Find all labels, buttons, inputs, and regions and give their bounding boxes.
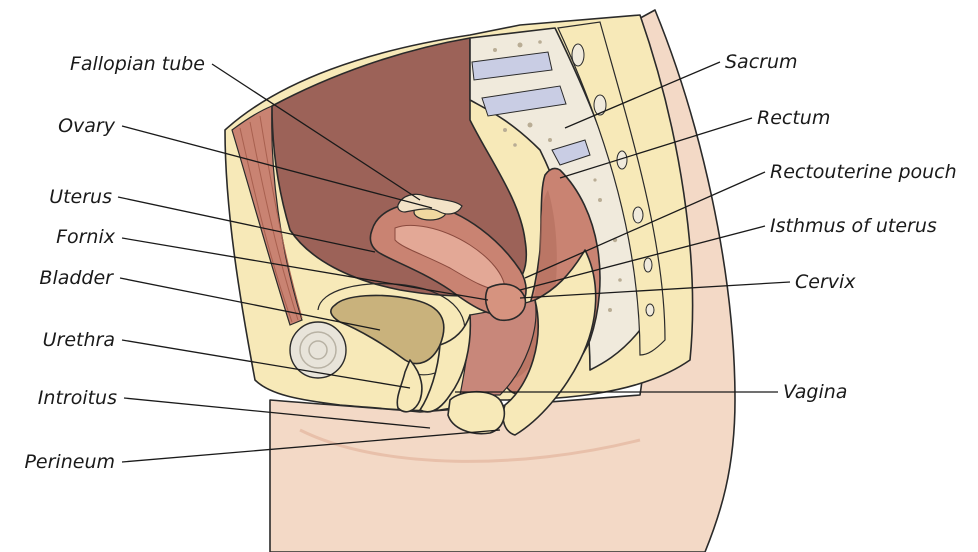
label-introitus: Introitus — [38, 387, 117, 409]
cervix — [486, 284, 526, 320]
label-rectum: Rectum — [757, 107, 830, 129]
label-rectouterine-pouch: Rectouterine pouch — [770, 161, 957, 183]
label-fornix: Fornix — [56, 226, 116, 248]
label-ovary: Ovary — [58, 115, 116, 137]
label-perineum: Perineum — [24, 451, 115, 473]
label-urethra: Urethra — [43, 329, 115, 351]
label-isthmus-of-uterus: Isthmus of uterus — [770, 215, 937, 237]
label-sacrum: Sacrum — [725, 51, 798, 73]
label-fallopian-tube: Fallopian tube — [70, 53, 205, 75]
label-cervix: Cervix — [795, 271, 856, 293]
label-bladder: Bladder — [39, 267, 114, 289]
label-uterus: Uterus — [49, 186, 112, 208]
label-vagina: Vagina — [783, 381, 847, 403]
